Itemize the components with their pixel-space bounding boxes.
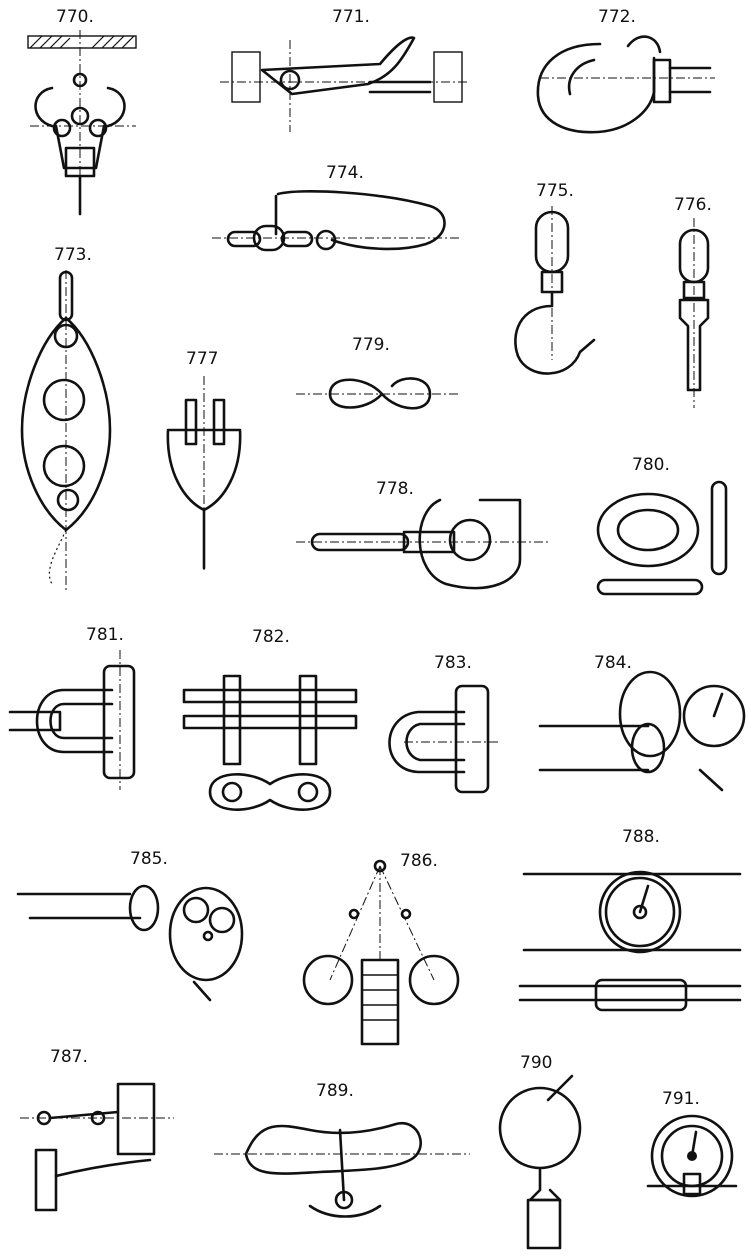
figure-777-thimble-drawing bbox=[166, 376, 242, 570]
figure-776-swivel-drawing bbox=[678, 218, 710, 408]
figure-774-chain-hook-drawing bbox=[212, 190, 460, 252]
figure-number-773: 773. bbox=[54, 245, 92, 265]
figure-789-balance-drawing bbox=[214, 1122, 470, 1218]
figure-791-dial-counter-drawing bbox=[646, 1114, 738, 1198]
figure-number-788: 788. bbox=[622, 827, 660, 847]
figure-784-roller-counter-drawing bbox=[538, 670, 746, 792]
figure-787-bracket-lever-drawing bbox=[20, 1082, 174, 1212]
figure-788-wheel-drawing bbox=[518, 870, 742, 1012]
figure-number-784: 784. bbox=[594, 653, 632, 673]
figure-780-oval-link-drawing bbox=[596, 480, 728, 596]
figure-785-shaft-counter-drawing bbox=[16, 884, 244, 1002]
figure-number-780: 780. bbox=[632, 455, 670, 475]
figure-773-block-drawing bbox=[20, 270, 112, 590]
figure-number-774: 774. bbox=[326, 163, 364, 183]
figure-number-770: 770. bbox=[56, 7, 94, 27]
figure-770-claw-hook-drawing bbox=[27, 30, 137, 216]
figure-779-s-hook-drawing bbox=[296, 377, 460, 410]
figure-number-771: 771. bbox=[332, 7, 370, 27]
figure-number-791: 791. bbox=[662, 1089, 700, 1109]
figure-number-790: 790 bbox=[520, 1053, 552, 1073]
figure-number-772: 772. bbox=[598, 7, 636, 27]
figure-number-786: 786. bbox=[400, 851, 438, 871]
figure-775-swivel-hook-drawing bbox=[514, 206, 596, 375]
figure-number-787: 787. bbox=[50, 1047, 88, 1067]
figure-772-slip-hook-drawing bbox=[536, 35, 715, 134]
figure-number-781: 781. bbox=[86, 625, 124, 645]
figure-786-pendulum-gauge-drawing bbox=[302, 859, 460, 1046]
figure-781-shackle-drawing bbox=[8, 650, 136, 790]
figure-number-778: 778. bbox=[376, 479, 414, 499]
figure-number-776: 776. bbox=[674, 195, 712, 215]
figure-number-775: 775. bbox=[536, 181, 574, 201]
figure-number-779: 779. bbox=[352, 335, 390, 355]
figure-number-782: 782. bbox=[252, 627, 290, 647]
figure-790-dial-arm-drawing bbox=[498, 1074, 582, 1250]
figure-number-789: 789. bbox=[316, 1081, 354, 1101]
figure-number-785: 785. bbox=[130, 849, 168, 869]
figure-771-pelican-hook-drawing bbox=[220, 36, 470, 132]
figure-778-eye-bolt-drawing bbox=[296, 498, 548, 590]
figure-number-777: 777 bbox=[186, 349, 218, 369]
figure-782-link-plates-drawing bbox=[182, 674, 358, 811]
figure-783-bow-shackle-drawing bbox=[388, 684, 500, 794]
figure-number-783: 783. bbox=[434, 653, 472, 673]
